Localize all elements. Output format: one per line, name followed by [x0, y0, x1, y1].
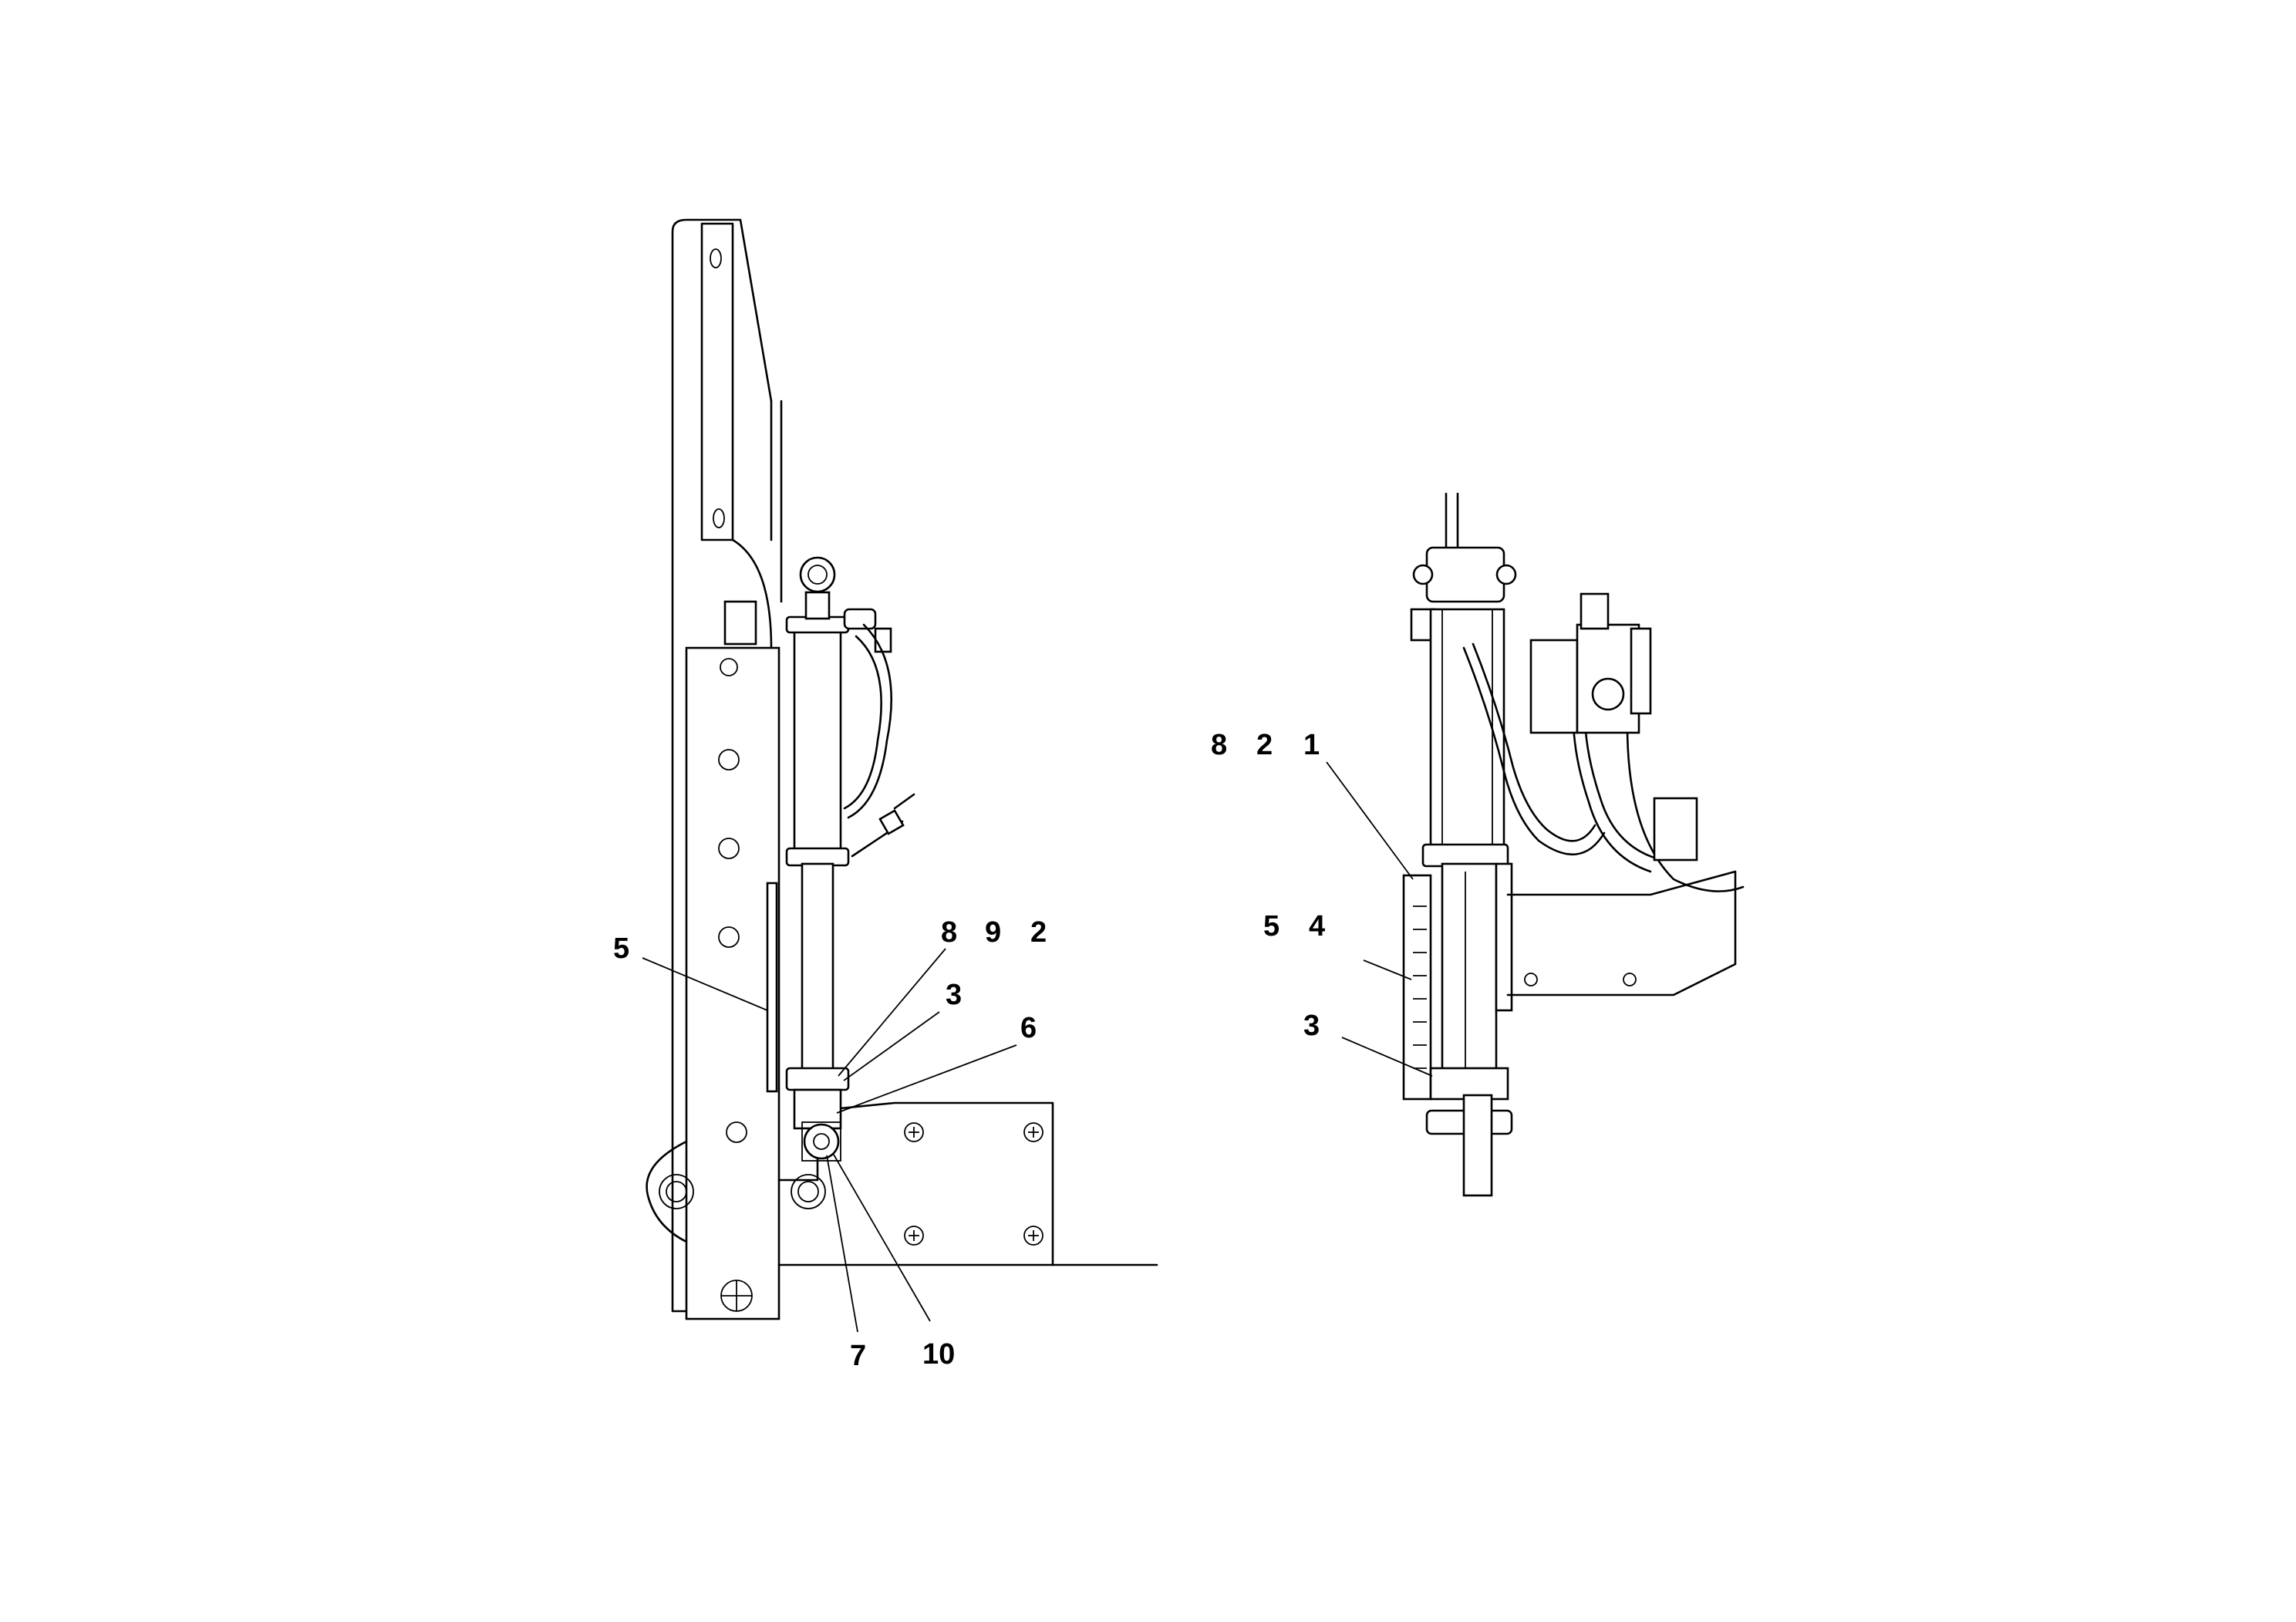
left-view-callouts: 5 8 9 2 3 6 7 10: [613, 916, 1047, 1372]
callout-left-9: 9: [985, 916, 1001, 949]
callout-right-5: 5: [1263, 910, 1279, 943]
right-view-assembly: [1402, 492, 1745, 1197]
right-view-callouts: 8 2 1 5 4 3: [1211, 729, 1325, 1042]
callout-left-7: 7: [850, 1340, 866, 1372]
callout-left-10: 10: [922, 1338, 955, 1371]
callout-left-2: 2: [1030, 916, 1047, 949]
callout-right-8: 8: [1211, 729, 1227, 761]
callout-right-2: 2: [1256, 729, 1273, 761]
callout-right-3: 3: [1303, 1010, 1320, 1042]
callout-left-6: 6: [1020, 1012, 1037, 1044]
left-view-leaders: [642, 948, 1017, 1333]
callout-left-5: 5: [613, 932, 629, 965]
callout-right-1: 1: [1303, 729, 1320, 761]
left-view-assembly: [646, 218, 1158, 1320]
callout-right-4: 4: [1309, 910, 1325, 943]
callout-left-8: 8: [941, 916, 957, 949]
right-view-leaders: [1326, 761, 1433, 1077]
callout-left-3: 3: [946, 979, 962, 1011]
